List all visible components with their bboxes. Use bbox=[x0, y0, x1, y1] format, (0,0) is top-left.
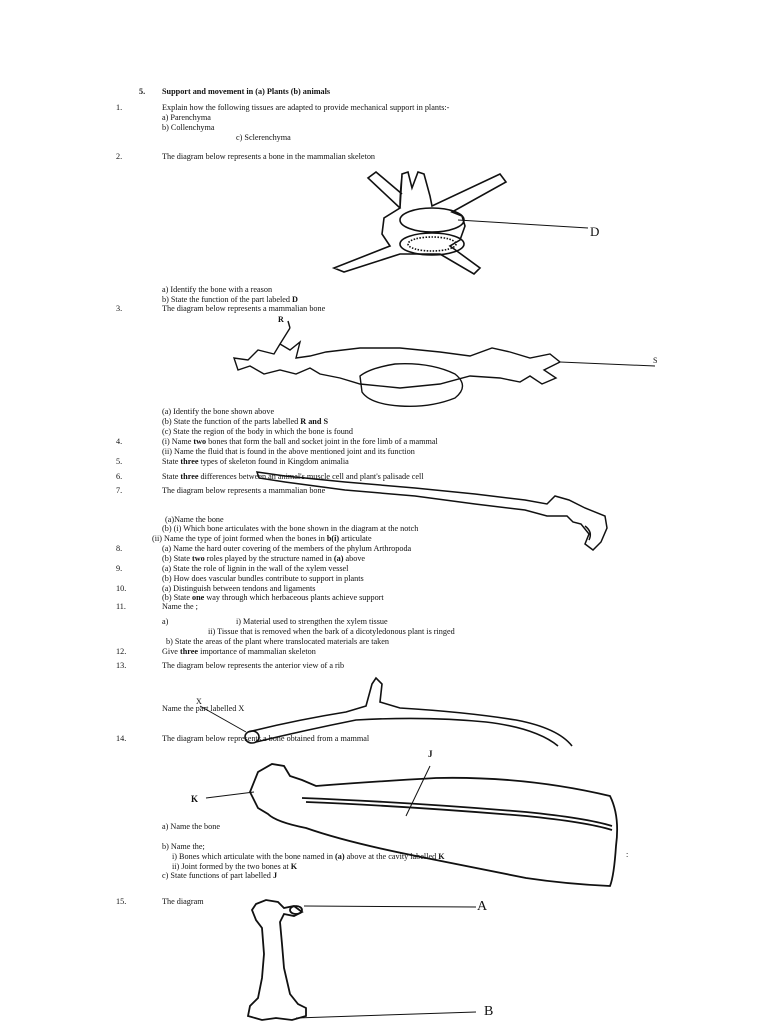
q1-b: b) Collenchyma bbox=[162, 123, 215, 132]
q14-bi: i) Bones which articulate with the bone … bbox=[172, 852, 445, 861]
q15-text: The diagram bbox=[162, 897, 204, 906]
scapula-bone-diagram bbox=[230, 318, 660, 414]
q14-side-mark: : bbox=[626, 850, 629, 859]
q13-label-x: X bbox=[196, 697, 202, 706]
q15-label-b: B bbox=[484, 1004, 494, 1019]
q15-number: 15. bbox=[116, 897, 127, 906]
q13-name: Name the part labelled X bbox=[162, 704, 245, 713]
q14-label-j: J bbox=[428, 749, 433, 759]
q14-bii: ii) Joint formed by the two bones at K bbox=[172, 862, 298, 871]
q7-bi: (b) (i) Which bone articulates with the … bbox=[162, 524, 419, 533]
q4-ii: (ii) Name the fluid that is found in the… bbox=[162, 447, 415, 456]
q13-number: 13. bbox=[116, 661, 127, 670]
q3-number: 3. bbox=[116, 304, 123, 313]
q14-label-k: K bbox=[191, 794, 199, 804]
q10-number: 10. bbox=[116, 584, 127, 593]
q13-text: The diagram below represents the anterio… bbox=[162, 661, 345, 670]
q8-number: 8. bbox=[116, 544, 123, 553]
ulna-bone-diagram bbox=[255, 466, 615, 556]
q2-label-d: D bbox=[590, 224, 600, 239]
q3-label-r: R bbox=[278, 315, 284, 324]
q14-c: c) State functions of part labelled J bbox=[162, 871, 278, 880]
q12-number: 12. bbox=[116, 647, 127, 656]
q8-b: (b) State two roles played by the struct… bbox=[162, 554, 366, 563]
q4-number: 4. bbox=[116, 437, 123, 446]
q9-b: (b) How does vascular bundles contribute… bbox=[162, 574, 364, 583]
q11-text: Name the ; bbox=[162, 602, 198, 611]
q12-text: Give three importance of mammalian skele… bbox=[162, 647, 316, 656]
q2-text: The diagram below represents a bone in t… bbox=[162, 152, 376, 161]
q10-a: (a) Distinguish between tendons and liga… bbox=[162, 584, 316, 593]
q8-a: (a) Name the hard outer covering of the … bbox=[162, 544, 412, 553]
q7-a: (a)Name the bone bbox=[165, 515, 224, 524]
q1-a: a) Parenchyma bbox=[162, 113, 211, 122]
q7-number: 7. bbox=[116, 486, 123, 495]
q2-a: a) Identify the bone with a reason bbox=[162, 285, 273, 294]
q3-a: (a) Identify the bone shown above bbox=[162, 407, 275, 416]
q6-number: 6. bbox=[116, 472, 123, 481]
humerus-diagram bbox=[236, 898, 480, 1024]
q7-bii: (ii) Name the type of joint formed when … bbox=[152, 534, 372, 543]
q11-a: a) bbox=[162, 617, 169, 626]
q14-number: 14. bbox=[116, 734, 127, 743]
q5-text: State three types of skeleton found in K… bbox=[162, 457, 349, 466]
q4-i: (i) Name two bones that form the ball an… bbox=[162, 437, 438, 446]
q2-number: 2. bbox=[116, 152, 123, 161]
rib-diagram bbox=[186, 676, 578, 750]
q1-number: 1. bbox=[116, 103, 123, 112]
q14-b: b) Name the; bbox=[162, 842, 205, 851]
q14-a: a) Name the bone bbox=[162, 822, 220, 831]
q3-text: The diagram below represents a mammalian… bbox=[162, 304, 326, 313]
q11-b: b) State the areas of the plant where tr… bbox=[166, 637, 390, 646]
q5-number: 5. bbox=[116, 457, 123, 466]
q3-label-s: S bbox=[653, 356, 658, 365]
q15-label-a: A bbox=[477, 899, 488, 914]
q11-number: 11. bbox=[116, 602, 126, 611]
q6-text: State three differences between an anima… bbox=[162, 472, 424, 481]
vertebra-diagram bbox=[320, 168, 620, 280]
q9-number: 9. bbox=[116, 564, 123, 573]
q14-text: The diagram below represents a bone obta… bbox=[162, 734, 370, 743]
scapula-side-diagram bbox=[206, 756, 626, 892]
q11-i: i) Material used to strengthen the xylem… bbox=[236, 617, 388, 626]
q10-b: (b) State one way through which herbaceo… bbox=[162, 593, 384, 602]
q3-c: (c) State the region of the body in whic… bbox=[162, 427, 353, 436]
q2-b: b) State the function of the part labele… bbox=[162, 295, 298, 304]
q9-a: (a) State the role of lignin in the wall… bbox=[162, 564, 349, 573]
q7-text: The diagram below represents a mammalian… bbox=[162, 486, 326, 495]
section-number: 5. bbox=[139, 87, 146, 96]
q1-text: Explain how the following tissues are ad… bbox=[162, 103, 450, 112]
q1-c: c) Sclerenchyma bbox=[236, 133, 291, 142]
q3-b: (b) State the function of the parts labe… bbox=[162, 417, 328, 426]
section-title: Support and movement in (a) Plants (b) a… bbox=[162, 87, 331, 96]
q11-ii: ii) Tissue that is removed when the bark… bbox=[208, 627, 455, 636]
